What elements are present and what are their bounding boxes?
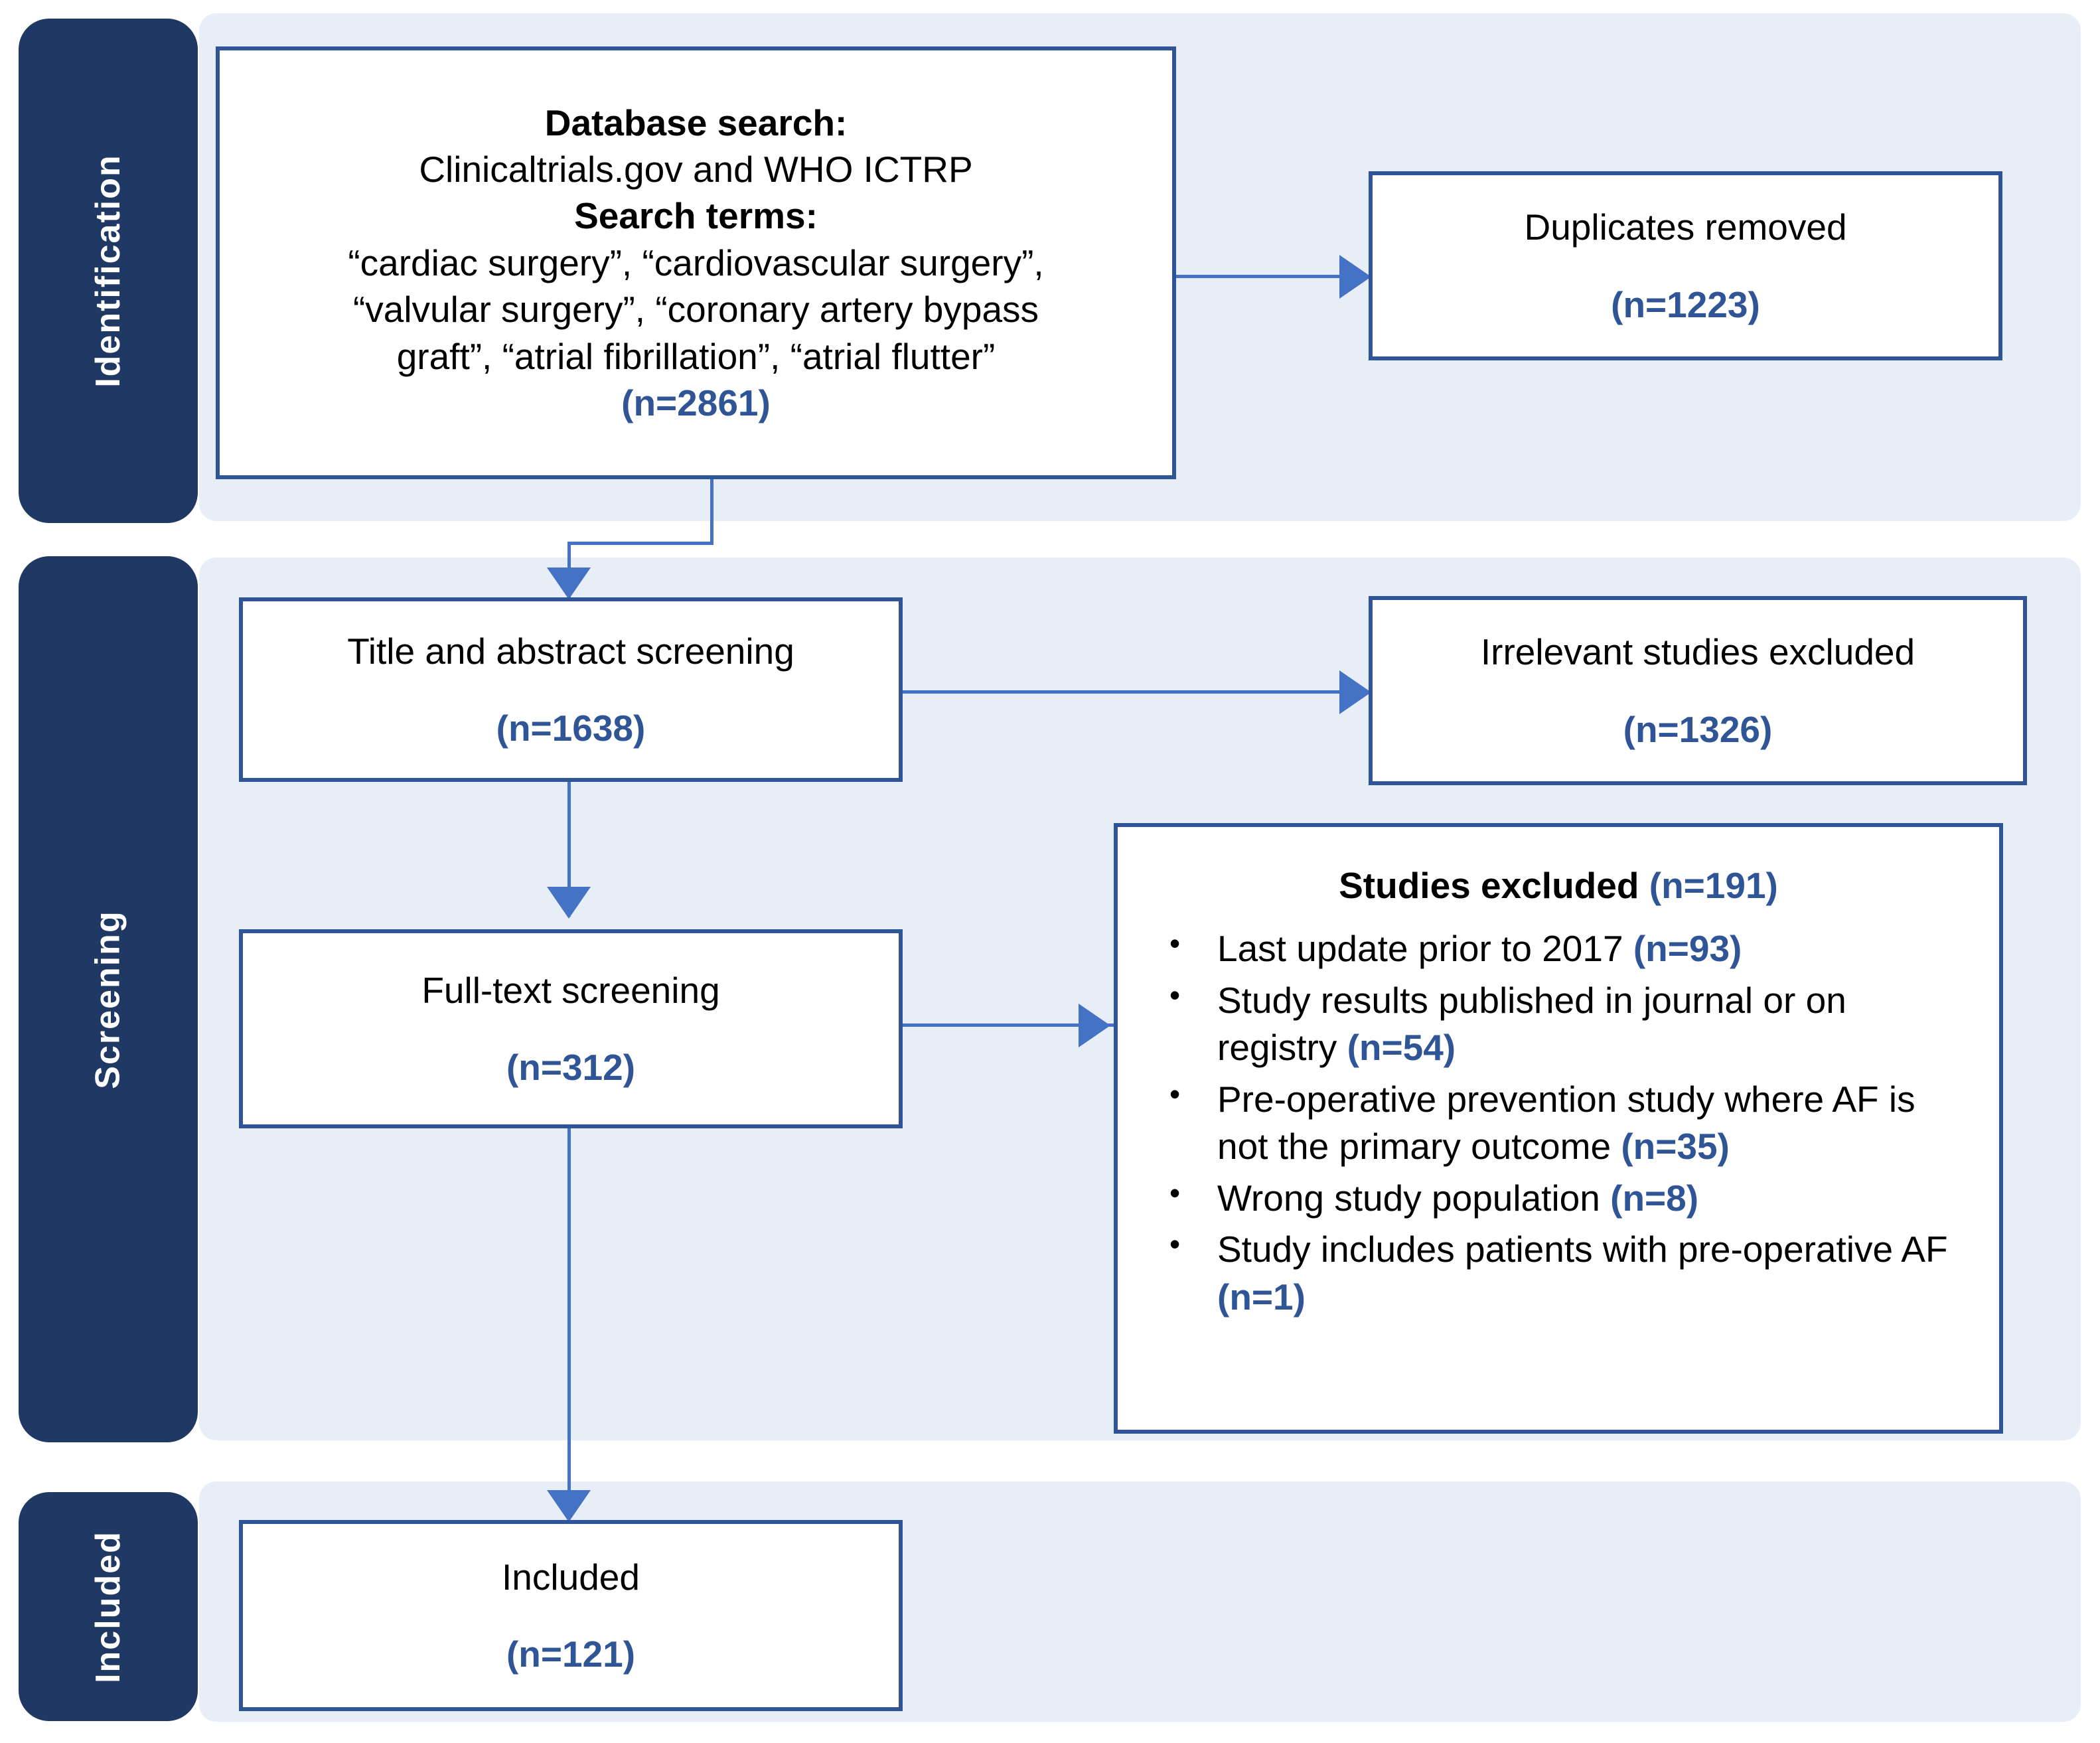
connector-search-to-screening-seg1	[710, 477, 713, 543]
reason-text: Wrong study population	[1217, 1177, 1611, 1219]
reason-text: Last update prior to 2017	[1217, 928, 1633, 969]
list-item: Study includes patients with pre-operati…	[1144, 1225, 1973, 1321]
stage-tab-screening: Screening	[19, 556, 198, 1442]
arrowhead-to-full-text-screening	[547, 887, 591, 919]
box-irrelevant-studies-excluded: Irrelevant studies excluded (n=1326)	[1369, 596, 2027, 785]
box-included: Included (n=121)	[239, 1520, 903, 1711]
connector-fulltext-to-excluded	[901, 1023, 1114, 1027]
box-duplicates-removed: Duplicates removed (n=1223)	[1369, 171, 2002, 360]
duplicates-removed-count: (n=1223)	[1611, 283, 1760, 325]
stage-label-screening: Screening	[88, 909, 127, 1089]
stage-tab-identification: Identification	[19, 19, 198, 523]
arrowhead-to-included	[547, 1490, 591, 1522]
studies-excluded-title-text: Studies excluded	[1339, 865, 1649, 906]
included-label: Included	[502, 1556, 640, 1598]
duplicates-removed-label: Duplicates removed	[1524, 206, 1847, 248]
stage-label-included: Included	[88, 1530, 127, 1683]
box-title-abstract-screening: Title and abstract screening (n=1638)	[239, 597, 903, 782]
search-terms-heading: Search terms:	[574, 195, 818, 237]
database-search-count: (n=2861)	[621, 382, 771, 423]
studies-excluded-title: Studies excluded (n=191)	[1144, 864, 1973, 907]
reason-text: Pre-operative prevention study where AF …	[1217, 1078, 1915, 1168]
list-item: Study results published in journal or on…	[1144, 976, 1973, 1072]
irrelevant-excluded-count: (n=1326)	[1623, 708, 1773, 750]
connector-search-to-duplicates	[1176, 275, 1342, 278]
full-text-screening-count: (n=312)	[506, 1047, 636, 1088]
box-full-text-screening: Full-text screening (n=312)	[239, 929, 903, 1128]
full-text-screening-label: Full-text screening	[421, 969, 720, 1011]
arrowhead-to-irrelevant-excluded	[1339, 670, 1371, 714]
studies-excluded-reason-list: Last update prior to 2017 (n=93) Study r…	[1144, 924, 1973, 1325]
reason-text: Study results published in journal or on…	[1217, 979, 1846, 1069]
box-database-search: Database search: Clinicaltrials.gov and …	[216, 46, 1176, 479]
reason-count: (n=93)	[1633, 928, 1742, 969]
reason-count: (n=54)	[1347, 1027, 1456, 1068]
reason-count: (n=35)	[1621, 1126, 1730, 1167]
reason-count: (n=8)	[1610, 1177, 1699, 1219]
list-item: Last update prior to 2017 (n=93)	[1144, 924, 1973, 973]
title-abstract-screening-count: (n=1638)	[496, 708, 646, 749]
studies-excluded-title-count: (n=191)	[1649, 865, 1778, 906]
arrowhead-to-duplicates-removed	[1339, 255, 1371, 299]
stage-label-identification: Identification	[89, 154, 127, 388]
search-terms-line-1: “cardiac surgery”, “cardiovascular surge…	[348, 242, 1044, 283]
included-count: (n=121)	[506, 1633, 636, 1675]
connector-screening-to-fulltext	[567, 781, 571, 917]
search-terms-line-3: graft”, “atrial fibrillation”, “atrial f…	[396, 335, 996, 377]
arrowhead-to-studies-excluded	[1079, 1004, 1110, 1047]
connector-search-to-screening-seg2	[567, 542, 713, 545]
connector-screening-to-irrelevant	[901, 690, 1342, 694]
title-abstract-screening-label: Title and abstract screening	[347, 630, 794, 672]
arrowhead-to-title-abstract-screening	[547, 568, 591, 599]
box-studies-excluded: Studies excluded (n=191) Last update pri…	[1114, 823, 2003, 1434]
reason-text: Study includes patients with pre-operati…	[1217, 1229, 1948, 1270]
search-terms-line-2: “valvular surgery”, “coronary artery byp…	[352, 289, 1039, 331]
connector-fulltext-to-included	[567, 1128, 571, 1517]
list-item: Wrong study population (n=8)	[1144, 1174, 1973, 1223]
stage-tab-included: Included	[19, 1492, 198, 1721]
irrelevant-excluded-label: Irrelevant studies excluded	[1480, 631, 1915, 673]
database-search-heading: Database search:	[544, 102, 848, 143]
reason-count: (n=1)	[1217, 1276, 1306, 1318]
list-item: Pre-operative prevention study where AF …	[1144, 1075, 1973, 1171]
database-search-sources: Clinicaltrials.gov and WHO ICTRP	[419, 149, 973, 190]
